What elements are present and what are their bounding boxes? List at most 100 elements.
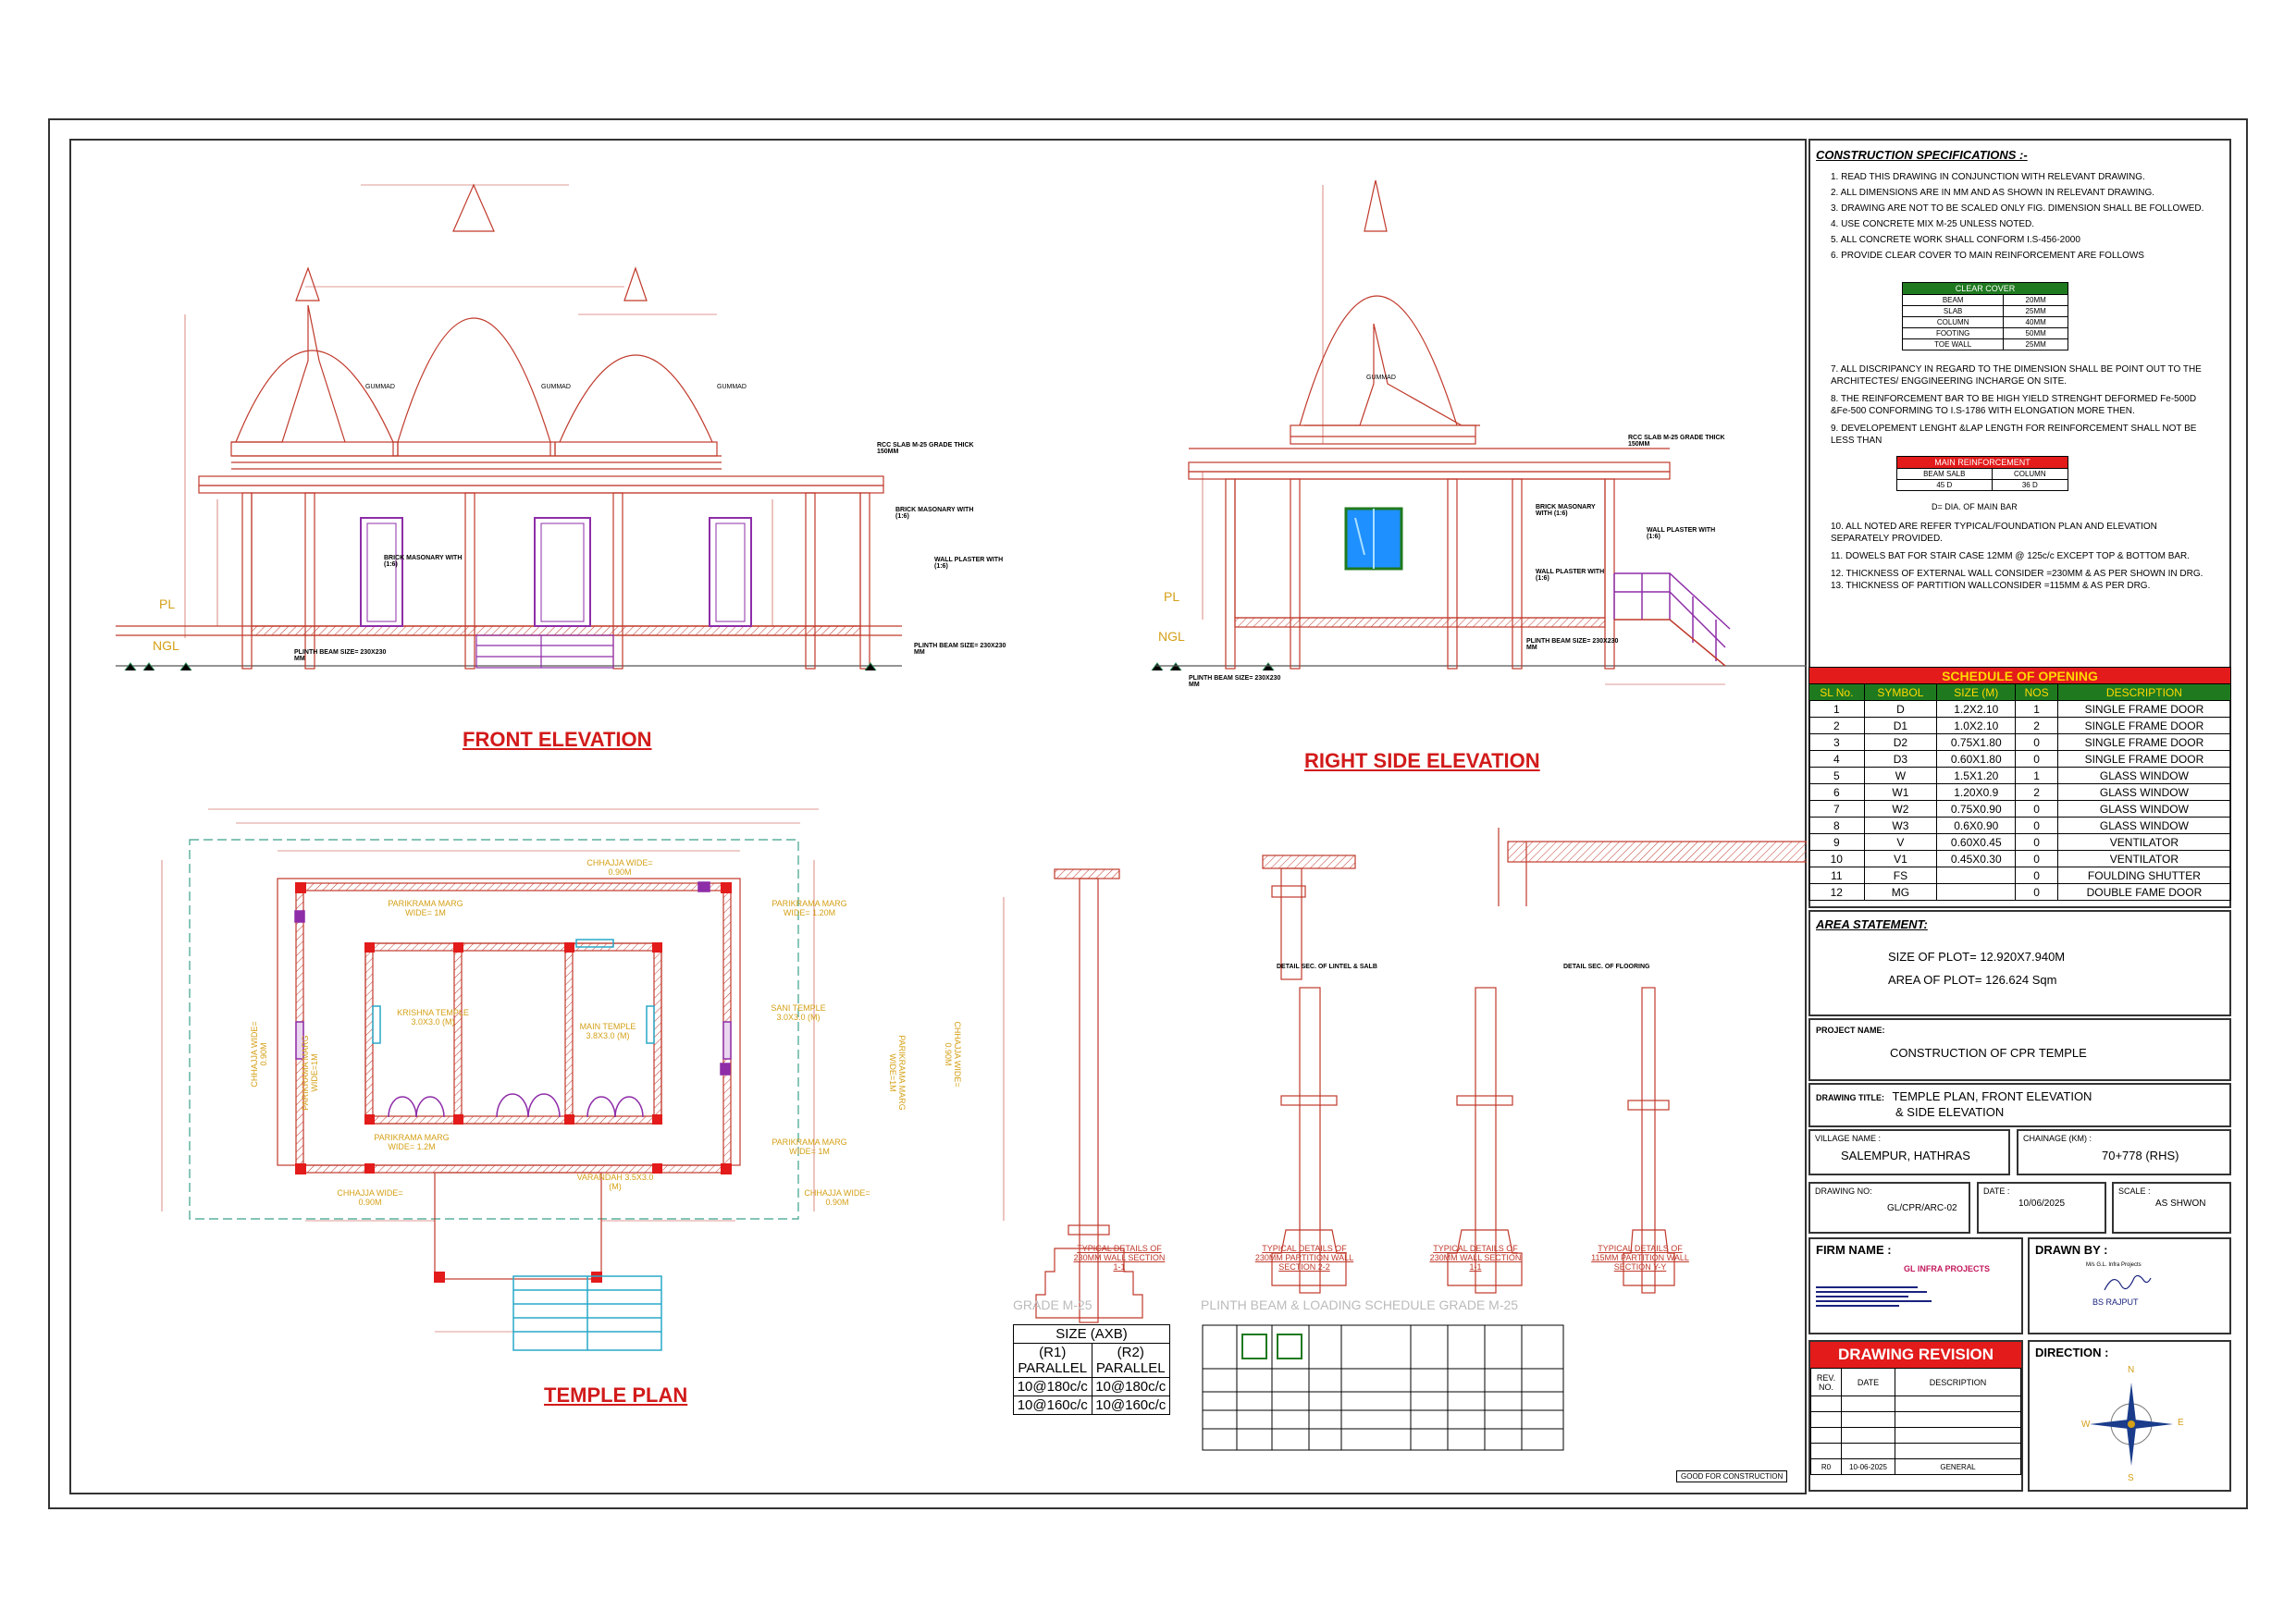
cover-value: 50MM xyxy=(2003,327,2068,339)
section-title-4: TYPICAL DETAILS OF 115MM PARTITION WALL … xyxy=(1591,1244,1689,1272)
gummad-label-2: GUMMAD xyxy=(541,384,571,390)
plan-windows xyxy=(372,939,655,1044)
plan-label-sani-temple: SANI TEMPLE 3.0X3.0 (M) xyxy=(771,1003,826,1022)
village-box: VILLAGE NAME : SALEMPUR, HATHRAS xyxy=(1808,1129,2010,1175)
brick-masonry-note-side: BRICK MASONARY WITH (1:6) xyxy=(1536,504,1596,517)
scale-value: AS SHWON xyxy=(2155,1199,2206,1209)
cover-item: SLAB xyxy=(1901,305,2005,317)
front-elevation-title: FRONT ELEVATION xyxy=(463,728,652,751)
ground-hatch xyxy=(124,662,1275,671)
scale-box: SCALE : AS SHWON xyxy=(2112,1182,2231,1234)
project-name: CONSTRUCTION OF CPR TEMPLE xyxy=(1890,1046,2087,1060)
table-row: R0 10-06-2025 GENERAL xyxy=(1810,1458,2021,1475)
area-statement-box: AREA STATEMENT: SIZE OF PLOT= 12.920X7.9… xyxy=(1808,910,2231,1016)
pl-label-front: PL xyxy=(159,596,176,611)
section-title-1: TYPICAL DETAILS OF 230MM WALL SECTION 1-… xyxy=(1073,1244,1166,1272)
spec-item: 3. DRAWING ARE NOT TO BE SCALED ONLY FIG… xyxy=(1831,203,2204,214)
project-name-label: PROJECT NAME: xyxy=(1816,1026,1885,1035)
plan-label-chhajja-top: CHHAJJA WIDE= 0.90M xyxy=(586,858,653,877)
specs-list-2: 7. ALL DISCRIPANCY IN REGARD TO THE DIME… xyxy=(1816,363,2205,447)
main-reinforcement-title: MAIN REINFORCEMENT xyxy=(1896,456,2068,469)
temple-plan-title: TEMPLE PLAN xyxy=(544,1383,688,1407)
schedule-header: SIZE (M) xyxy=(1936,683,2017,701)
project-name-box: PROJECT NAME: CONSTRUCTION OF CPR TEMPLE xyxy=(1808,1018,2231,1081)
firm-box: FIRM NAME : GL INFRA PROJECTS xyxy=(1808,1237,2023,1334)
cover-item: FOOTING xyxy=(1901,327,2005,339)
compass-west: W xyxy=(2081,1420,2091,1430)
slab-reinforcement-table: SIZE (AXB) (R1) PARALLEL (R2) PARALLEL 1… xyxy=(1013,1324,1170,1415)
drawn-firm: M/s G.L. Infra Projects xyxy=(2086,1262,2142,1268)
cover-item: TOE WALL xyxy=(1901,338,2005,350)
schedule-header: DESCRIPTION xyxy=(2056,683,2232,701)
plinth-beam-note-front-2: PLINTH BEAM SIZE= 230X230 MM xyxy=(914,643,1006,656)
detail-sec-flooring-label: DETAIL SEC. OF FLOORING xyxy=(1563,964,1650,970)
section-details xyxy=(1003,828,1807,1323)
schedule-of-opening-table: SCHEDULE OF OPENING SL No. SYMBOL SIZE (… xyxy=(1808,667,2232,901)
drawn-by-label: DRAWN BY : xyxy=(2035,1243,2108,1257)
drawing-no: GL/CPR/ARC-02 xyxy=(1887,1203,1957,1213)
spec-item: 9. DEVELOPEMENT LENGHT &LAP LENGTH FOR R… xyxy=(1831,424,2197,446)
clear-cover-title: CLEAR COVER xyxy=(1902,282,2068,295)
spec-item: 11. DOWELS BAT FOR STAIR CASE 12MM @ 125… xyxy=(1831,551,2191,561)
wall-plaster-note-side: WALL PLASTER WITH (1:6) xyxy=(1647,527,1716,540)
plan-label-main-temple: MAIN TEMPLE 3.8X3.0 (M) xyxy=(579,1022,636,1040)
plan-label-chhajja-right: CHHAJJA WIDE= 0.90M xyxy=(944,1021,962,1088)
construction-specs-panel: CONSTRUCTION SPECIFICATIONS :- 1. READ T… xyxy=(1808,139,2231,908)
plinth-beam-note-front: PLINTH BEAM SIZE= 230X230 MM xyxy=(294,649,387,662)
wall-plaster-note-side-2: WALL PLASTER WITH (1:6) xyxy=(1536,569,1605,582)
schedule-header: SYMBOL xyxy=(1863,683,1938,701)
firm-address-lines xyxy=(1816,1286,2016,1307)
plan-label-chhajja-bottom-left: CHHAJJA WIDE= 0.90M xyxy=(337,1188,403,1207)
revision-table: REV. NO. DATE DESCRIPTION R0 10-06-2025 … xyxy=(1810,1368,2021,1475)
side-elevation-window xyxy=(1344,507,1403,571)
spec-item: 6. PROVIDE CLEAR COVER TO MAIN REINFORCE… xyxy=(1831,251,2144,261)
slab-col-r2: (R2) PARALLEL xyxy=(1091,1343,1170,1378)
drawing-outer-border xyxy=(48,118,2248,1509)
specs-list-1: 1. READ THIS DRAWING IN CONJUNCTION WITH… xyxy=(1816,171,2224,262)
plan-label-chhajja-left: CHHAJJA WIDE= 0.90M xyxy=(250,1021,268,1088)
reinf-value: 45 D xyxy=(1896,479,1993,491)
plinth-schedule-grid xyxy=(1202,1324,1564,1451)
plinth-schedule-title: PLINTH BEAM & LOADING SCHEDULE GRADE M-2… xyxy=(1201,1297,1519,1312)
gummad-label-1: GUMMAD xyxy=(365,384,395,390)
front-elevation-doors xyxy=(360,517,752,627)
spec-item: 13. THICKNESS OF PARTITION WALLCONSIDER … xyxy=(1831,581,2151,591)
cover-item: COLUMN xyxy=(1901,316,2005,328)
plan-label-krishna-temple: KRISHNA TEMPLE 3.0X3.0 (M) xyxy=(397,1008,469,1027)
dia-note: D= DIA. OF MAIN BAR xyxy=(1932,502,2018,511)
section-title-2: TYPICAL DETAILS OF 230MM PARTITION WALL … xyxy=(1254,1244,1354,1272)
gummad-label-4: GUMMAD xyxy=(1366,375,1396,381)
reinf-head: COLUMN xyxy=(1991,468,2069,480)
plan-label-parikrama-left: PARIKRAMA MARG WIDE=1M xyxy=(301,1035,319,1111)
wall-plaster-note-front: WALL PLASTER WITH (1:6) xyxy=(934,557,1004,570)
revision-header: DESCRIPTION xyxy=(1895,1368,2021,1396)
drawing-no-label: DRAWING NO: xyxy=(1815,1187,1872,1196)
drawing-title-box: DRAWING TITLE: TEMPLE PLAN, FRONT ELEVAT… xyxy=(1808,1083,2231,1127)
direction-box: DIRECTION : N S E W xyxy=(2028,1340,2231,1492)
drawing-title-line2: & SIDE ELEVATION xyxy=(1895,1105,2005,1119)
drawn-by-box: DRAWN BY : M/s G.L. Infra Projects BS RA… xyxy=(2028,1237,2231,1334)
good-for-construction-stamp: GOOD FOR CONSTRUCTION xyxy=(1676,1470,1788,1482)
slab-cell: 10@160c/c xyxy=(1013,1396,1092,1415)
drawing-canvas xyxy=(116,179,1807,1451)
brick-masonry-note-front-2: BRICK MASONARY WITH (1:6) xyxy=(384,555,463,568)
spec-item: 12. THICKNESS OF EXTERNAL WALL CONSIDER … xyxy=(1831,569,2203,579)
schedule-title: SCHEDULE OF OPENING xyxy=(1808,667,2231,684)
drawn-by-name: BS RAJPUT xyxy=(2092,1297,2139,1307)
cover-value: 40MM xyxy=(2003,316,2068,328)
chainage-label: CHAINAGE (KM) : xyxy=(2023,1134,2092,1143)
revision-header: REV. NO. xyxy=(1810,1368,1842,1396)
right-side-elevation-title: RIGHT SIDE ELEVATION xyxy=(1304,749,1540,772)
spec-item: 10. ALL NOTED ARE REFER TYPICAL/FOUNDATI… xyxy=(1831,522,2157,544)
plinth-beam-note-side-2: PLINTH BEAM SIZE= 230X230 MM xyxy=(1189,675,1281,688)
chainage-value: 70+778 (RHS) xyxy=(2102,1149,2179,1162)
side-elevation-stair-railing xyxy=(1613,572,1731,667)
spec-item: 8. THE REINFORCEMENT BAR TO BE HIGH YIEL… xyxy=(1831,394,2197,416)
